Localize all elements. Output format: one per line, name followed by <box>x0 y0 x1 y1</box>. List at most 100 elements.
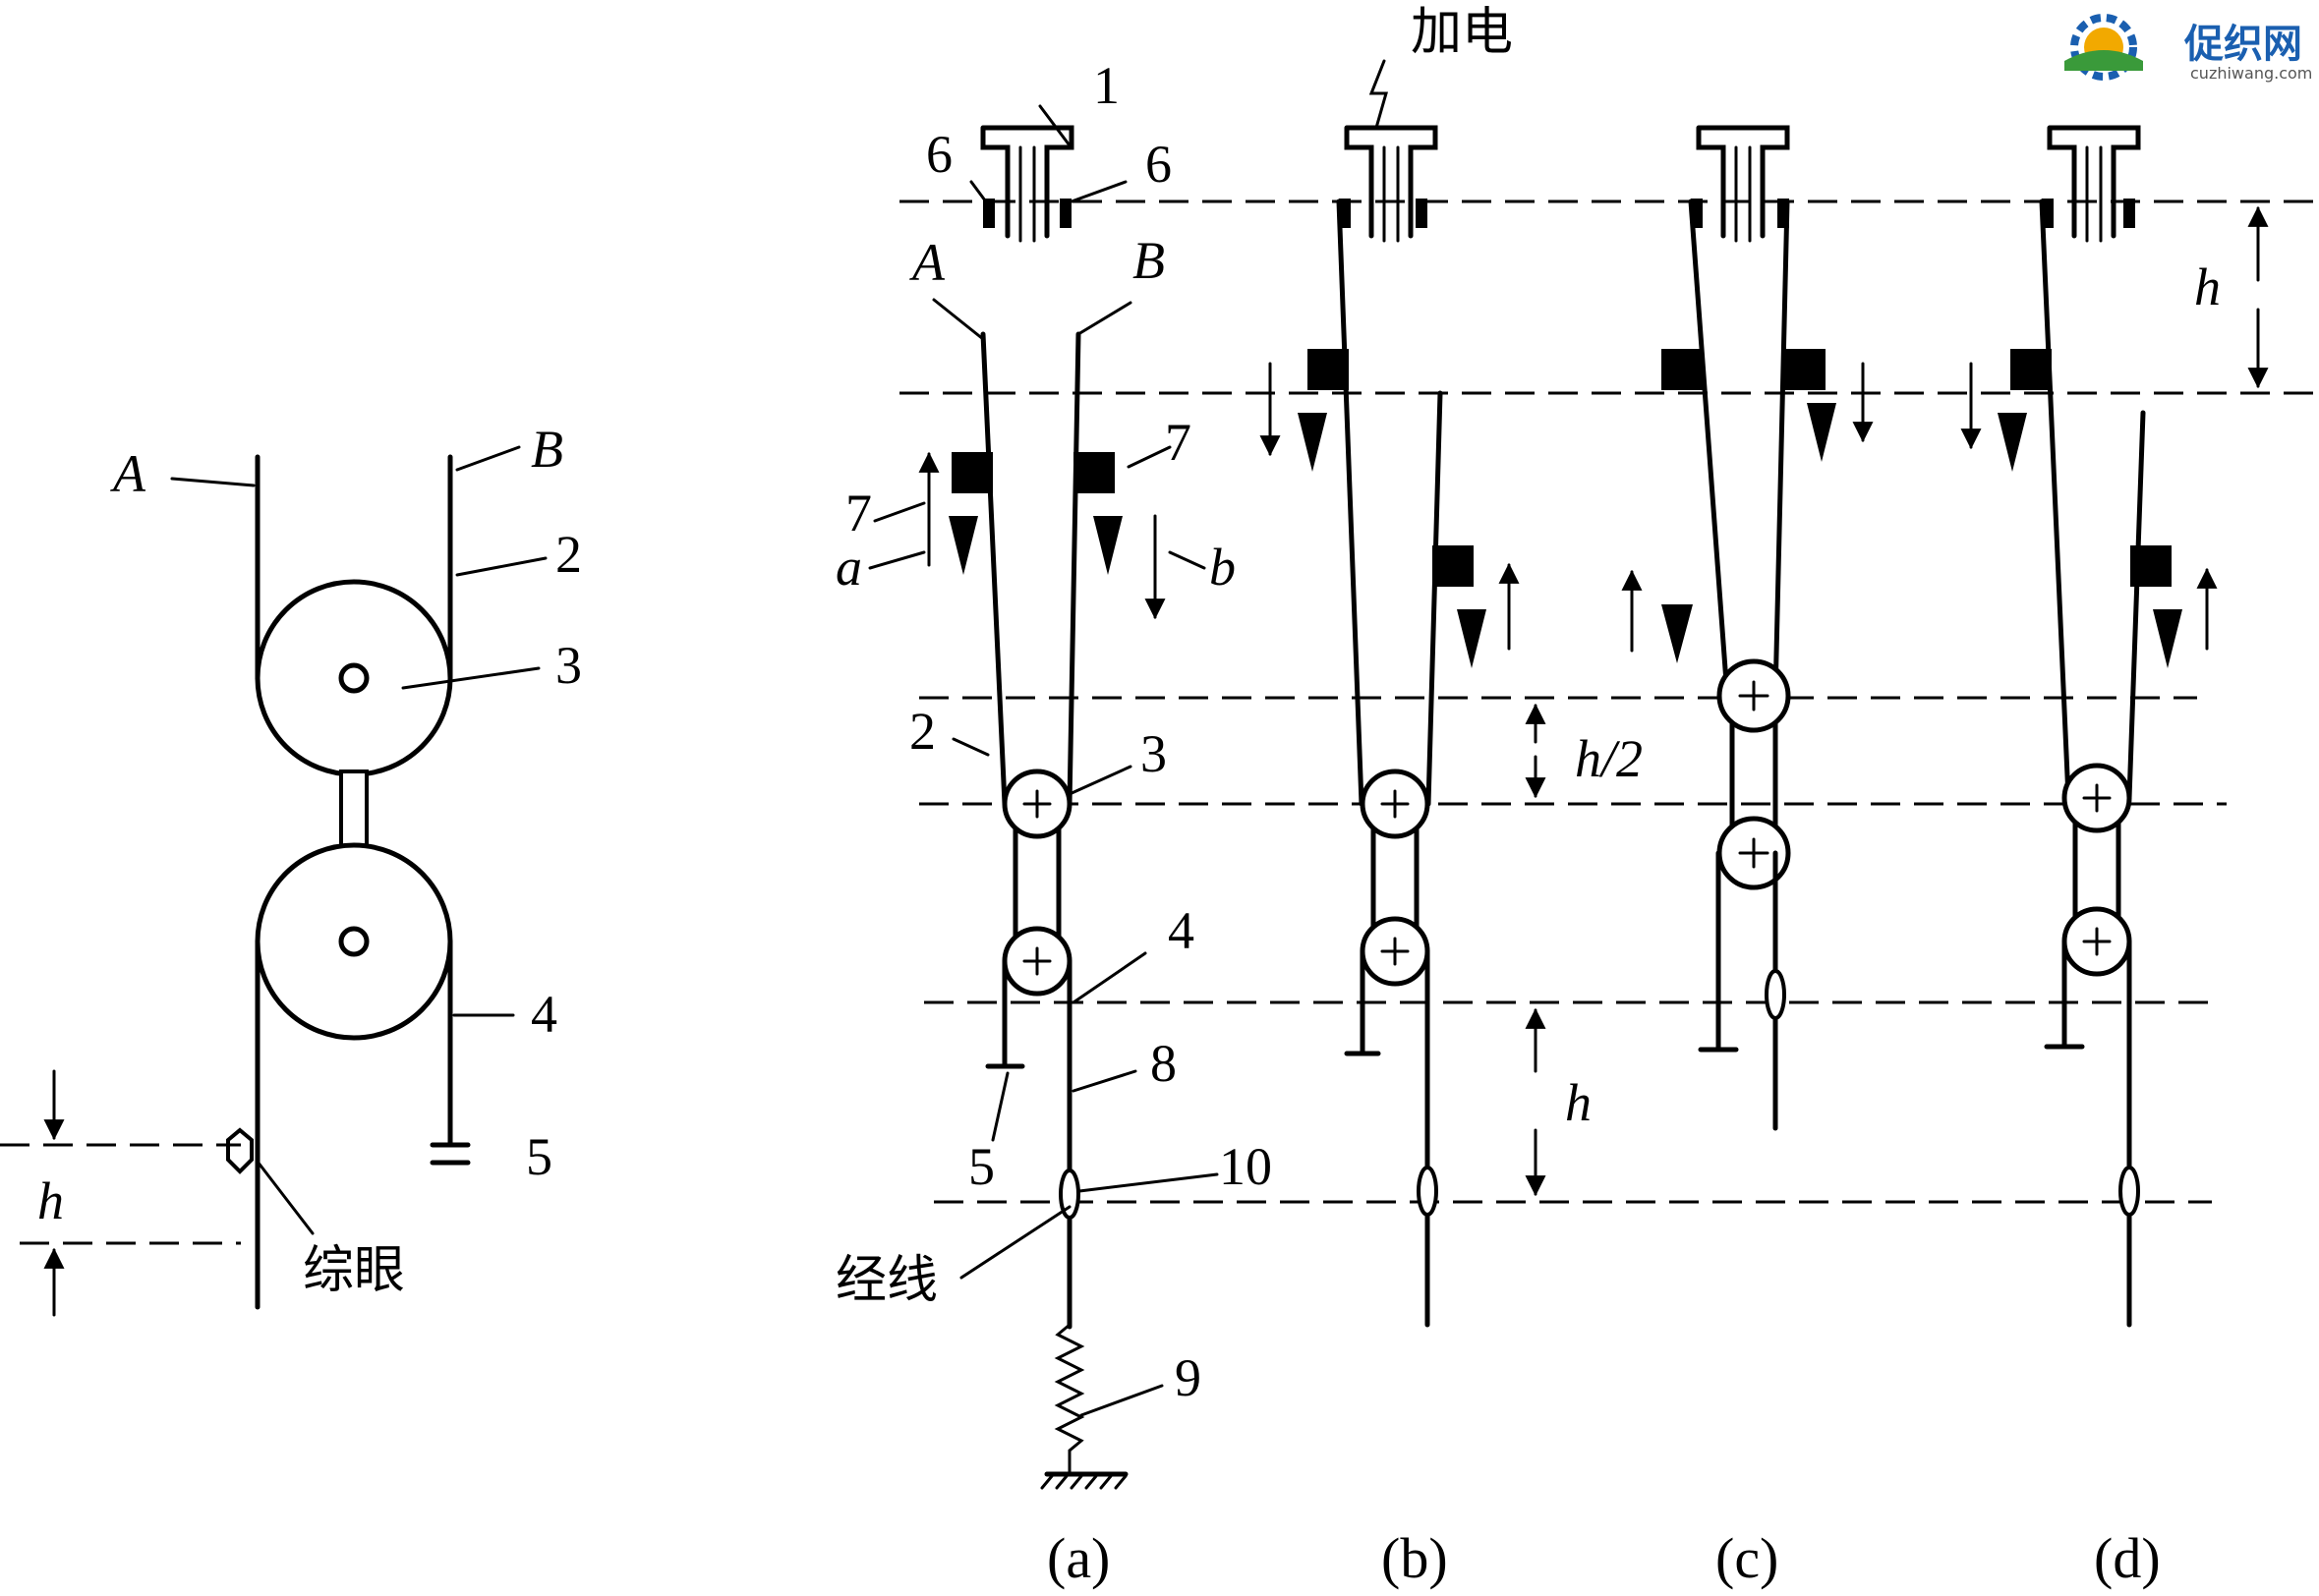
blade-a-tip <box>949 516 978 575</box>
leader-7-right <box>1127 445 1172 469</box>
heddle-eye-icon <box>2118 1166 2140 1217</box>
leader-7-left <box>873 501 926 523</box>
blade-b <box>1432 545 1474 587</box>
cord-a <box>1688 199 1730 699</box>
label-a: A <box>909 233 946 292</box>
label-a-arrow: a <box>836 538 862 597</box>
caption-c: (c) <box>1715 1526 1778 1590</box>
heddle-eye-icon <box>226 1127 254 1174</box>
dimension-arrows: h h/2 h <box>1525 205 2269 1197</box>
blade-a <box>1307 349 1349 390</box>
blade-a <box>2010 349 2052 390</box>
subfigure-captions: (a) (b) (c) (d) <box>1047 1526 2161 1590</box>
label-b-arrow: b <box>1209 538 1236 597</box>
blade-b <box>2130 545 2172 587</box>
watermark: 促织网 cuzhiwang.com <box>2064 14 2312 83</box>
number-7-right: 7 <box>1165 413 1191 472</box>
level-lines <box>899 200 2319 1204</box>
cord-a <box>2039 199 2071 801</box>
cord-b <box>1067 331 1081 807</box>
power-lightning-icon <box>1368 59 1388 130</box>
leader-6-right <box>1070 180 1128 203</box>
number-6-left: 6 <box>926 125 953 184</box>
watermark-gear-icon <box>2064 14 2143 81</box>
left-figure: A B 2 3 4 5 h 综眼 <box>0 420 582 1317</box>
leader-b <box>1076 301 1132 336</box>
cord-b <box>1772 199 1790 699</box>
subfigure-c <box>1621 128 1874 1131</box>
label-h-top: h <box>2194 257 2221 316</box>
number-9: 9 <box>1175 1348 1201 1407</box>
leader-3 <box>1068 765 1132 796</box>
left-label-b: B <box>531 420 563 479</box>
number-1: 1 <box>1093 56 1120 115</box>
heddle-eye-icon <box>1417 1166 1438 1217</box>
blade-a <box>952 452 993 493</box>
number-5: 5 <box>968 1137 995 1196</box>
leader-a <box>932 298 985 341</box>
upper-pulley-axle <box>338 662 370 694</box>
leader-5 <box>991 1071 1010 1142</box>
left-heddle-eye-label: 综眼 <box>303 1241 405 1300</box>
subfigure-d <box>1960 128 2218 1328</box>
leader-warp <box>959 1205 1072 1280</box>
blade-b <box>1784 349 1826 390</box>
blade-b-tip <box>1093 516 1123 575</box>
leader-9 <box>1079 1384 1164 1417</box>
latch-left <box>983 199 995 228</box>
label-h-bottom: h <box>1565 1073 1592 1132</box>
latch-right <box>2123 199 2135 228</box>
leader-2 <box>952 737 990 757</box>
leader-1 <box>1038 104 1072 147</box>
leader-b-arrow <box>1168 550 1206 570</box>
number-7-left: 7 <box>845 484 872 542</box>
number-4: 4 <box>1168 901 1194 960</box>
blade-a <box>1661 349 1703 390</box>
leader-b <box>455 445 521 472</box>
warp-yarn-label: 经线 <box>836 1251 938 1310</box>
cord-a <box>980 331 1008 807</box>
return-spring <box>1054 1323 1085 1476</box>
number-3: 3 <box>1140 724 1167 783</box>
label-h-half: h/2 <box>1575 729 1643 788</box>
label-b: B <box>1132 231 1165 290</box>
subfigure-a: 1 6 6 A B 7 7 a b 2 3 4 5 8 10 9 经线 <box>836 56 1272 1490</box>
leader-3 <box>401 666 541 690</box>
cord-a <box>1336 199 1364 807</box>
blade-a-tip <box>1298 413 1327 472</box>
caption-d: (d) <box>2094 1526 2161 1590</box>
cord-b <box>1425 390 1443 807</box>
left-number-2: 2 <box>555 525 582 584</box>
leader-10 <box>1077 1172 1219 1193</box>
leader-6-left <box>969 180 990 206</box>
number-10: 10 <box>1219 1137 1272 1196</box>
number-8: 8 <box>1150 1034 1177 1093</box>
leader-a <box>170 477 256 487</box>
power-on-label: 加电 <box>1411 3 1513 62</box>
blade-a-tip <box>1998 413 2027 472</box>
latch-right <box>1060 199 1072 228</box>
left-label-h: h <box>37 1171 64 1230</box>
number-6-right: 6 <box>1145 135 1172 194</box>
blade-b-tip <box>2153 609 2182 668</box>
left-number-4: 4 <box>531 985 557 1044</box>
leader-heddle-eye <box>256 1160 315 1235</box>
leader-a-arrow <box>868 550 926 570</box>
left-label-a: A <box>110 444 146 503</box>
lower-pulley-axle <box>338 926 370 957</box>
leader-2 <box>455 556 548 577</box>
watermark-name: 促织网 <box>2183 22 2302 67</box>
cord-b <box>2126 410 2146 801</box>
leader-4 <box>1072 951 1147 1004</box>
leader-8 <box>1072 1069 1137 1093</box>
watermark-url: cuzhiwang.com <box>2190 64 2312 83</box>
blade-b <box>1073 452 1115 493</box>
heddle-eye-icon <box>1059 1168 1080 1220</box>
pulley-connector <box>339 770 369 852</box>
blade-b-tip <box>1807 403 1836 462</box>
caption-a: (a) <box>1047 1526 1110 1590</box>
blade-a-tip <box>1661 604 1693 663</box>
left-number-3: 3 <box>555 636 582 695</box>
caption-b: (b) <box>1381 1526 1448 1590</box>
latch-right <box>1416 199 1427 228</box>
